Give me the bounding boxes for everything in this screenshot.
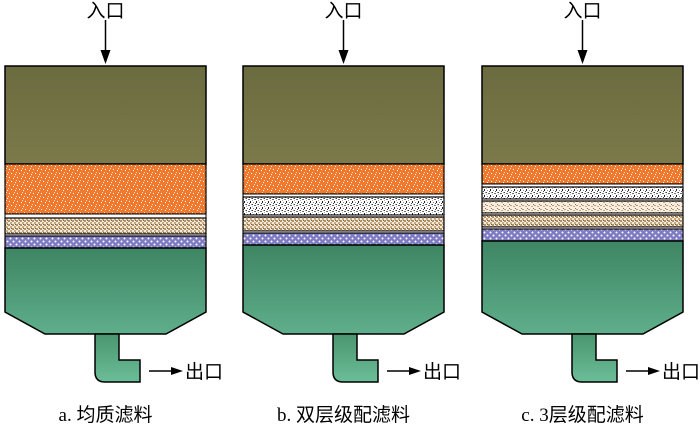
lower-water-chamber bbox=[481, 240, 684, 335]
outlet-label: 出口 bbox=[662, 361, 700, 383]
filter-layer-gray bbox=[242, 196, 445, 216]
inlet-arrow-head bbox=[577, 50, 588, 64]
filter-layer-purple bbox=[4, 235, 207, 249]
upper-water-chamber bbox=[242, 65, 445, 165]
filter-layer-purple bbox=[242, 232, 445, 246]
outlet-pipe bbox=[332, 333, 379, 383]
filter-layer-gray bbox=[481, 186, 684, 200]
inlet-label: 入口 bbox=[563, 1, 601, 22]
filter-layer-tan bbox=[242, 216, 445, 232]
filter-layer-orange bbox=[4, 163, 207, 215]
filter-layer-tan bbox=[4, 217, 207, 235]
lower-water-chamber bbox=[242, 244, 445, 335]
inlet-arrow-head bbox=[338, 50, 349, 64]
upper-water-chamber bbox=[4, 65, 207, 165]
filter-layer-orange bbox=[481, 163, 684, 185]
upper-water-chamber bbox=[481, 65, 684, 165]
filter-layer-tan-light bbox=[481, 200, 684, 214]
outlet-arrow-head bbox=[171, 367, 183, 375]
outlet-label: 出口 bbox=[423, 361, 461, 383]
outlet-pipe bbox=[94, 333, 141, 383]
filter-layer-tan bbox=[481, 214, 684, 228]
filter-caption: b. 双层级配滤料 bbox=[277, 404, 410, 426]
layer-separator bbox=[4, 213, 207, 219]
filter-layer-purple bbox=[481, 228, 684, 242]
filter-layer-orange bbox=[242, 163, 445, 195]
outlet-arrow-head bbox=[648, 367, 660, 375]
lower-water-chamber bbox=[4, 247, 207, 335]
outlet-pipe bbox=[571, 333, 618, 383]
outlet-arrow-head bbox=[409, 367, 421, 375]
filter-caption: a. 均质滤料 bbox=[59, 404, 153, 426]
inlet-label: 入口 bbox=[86, 1, 124, 22]
outlet-label: 出口 bbox=[185, 361, 223, 383]
inlet-label: 入口 bbox=[324, 1, 362, 22]
filter-caption: c. 3层级配滤料 bbox=[521, 404, 643, 426]
inlet-arrow-head bbox=[100, 50, 111, 64]
